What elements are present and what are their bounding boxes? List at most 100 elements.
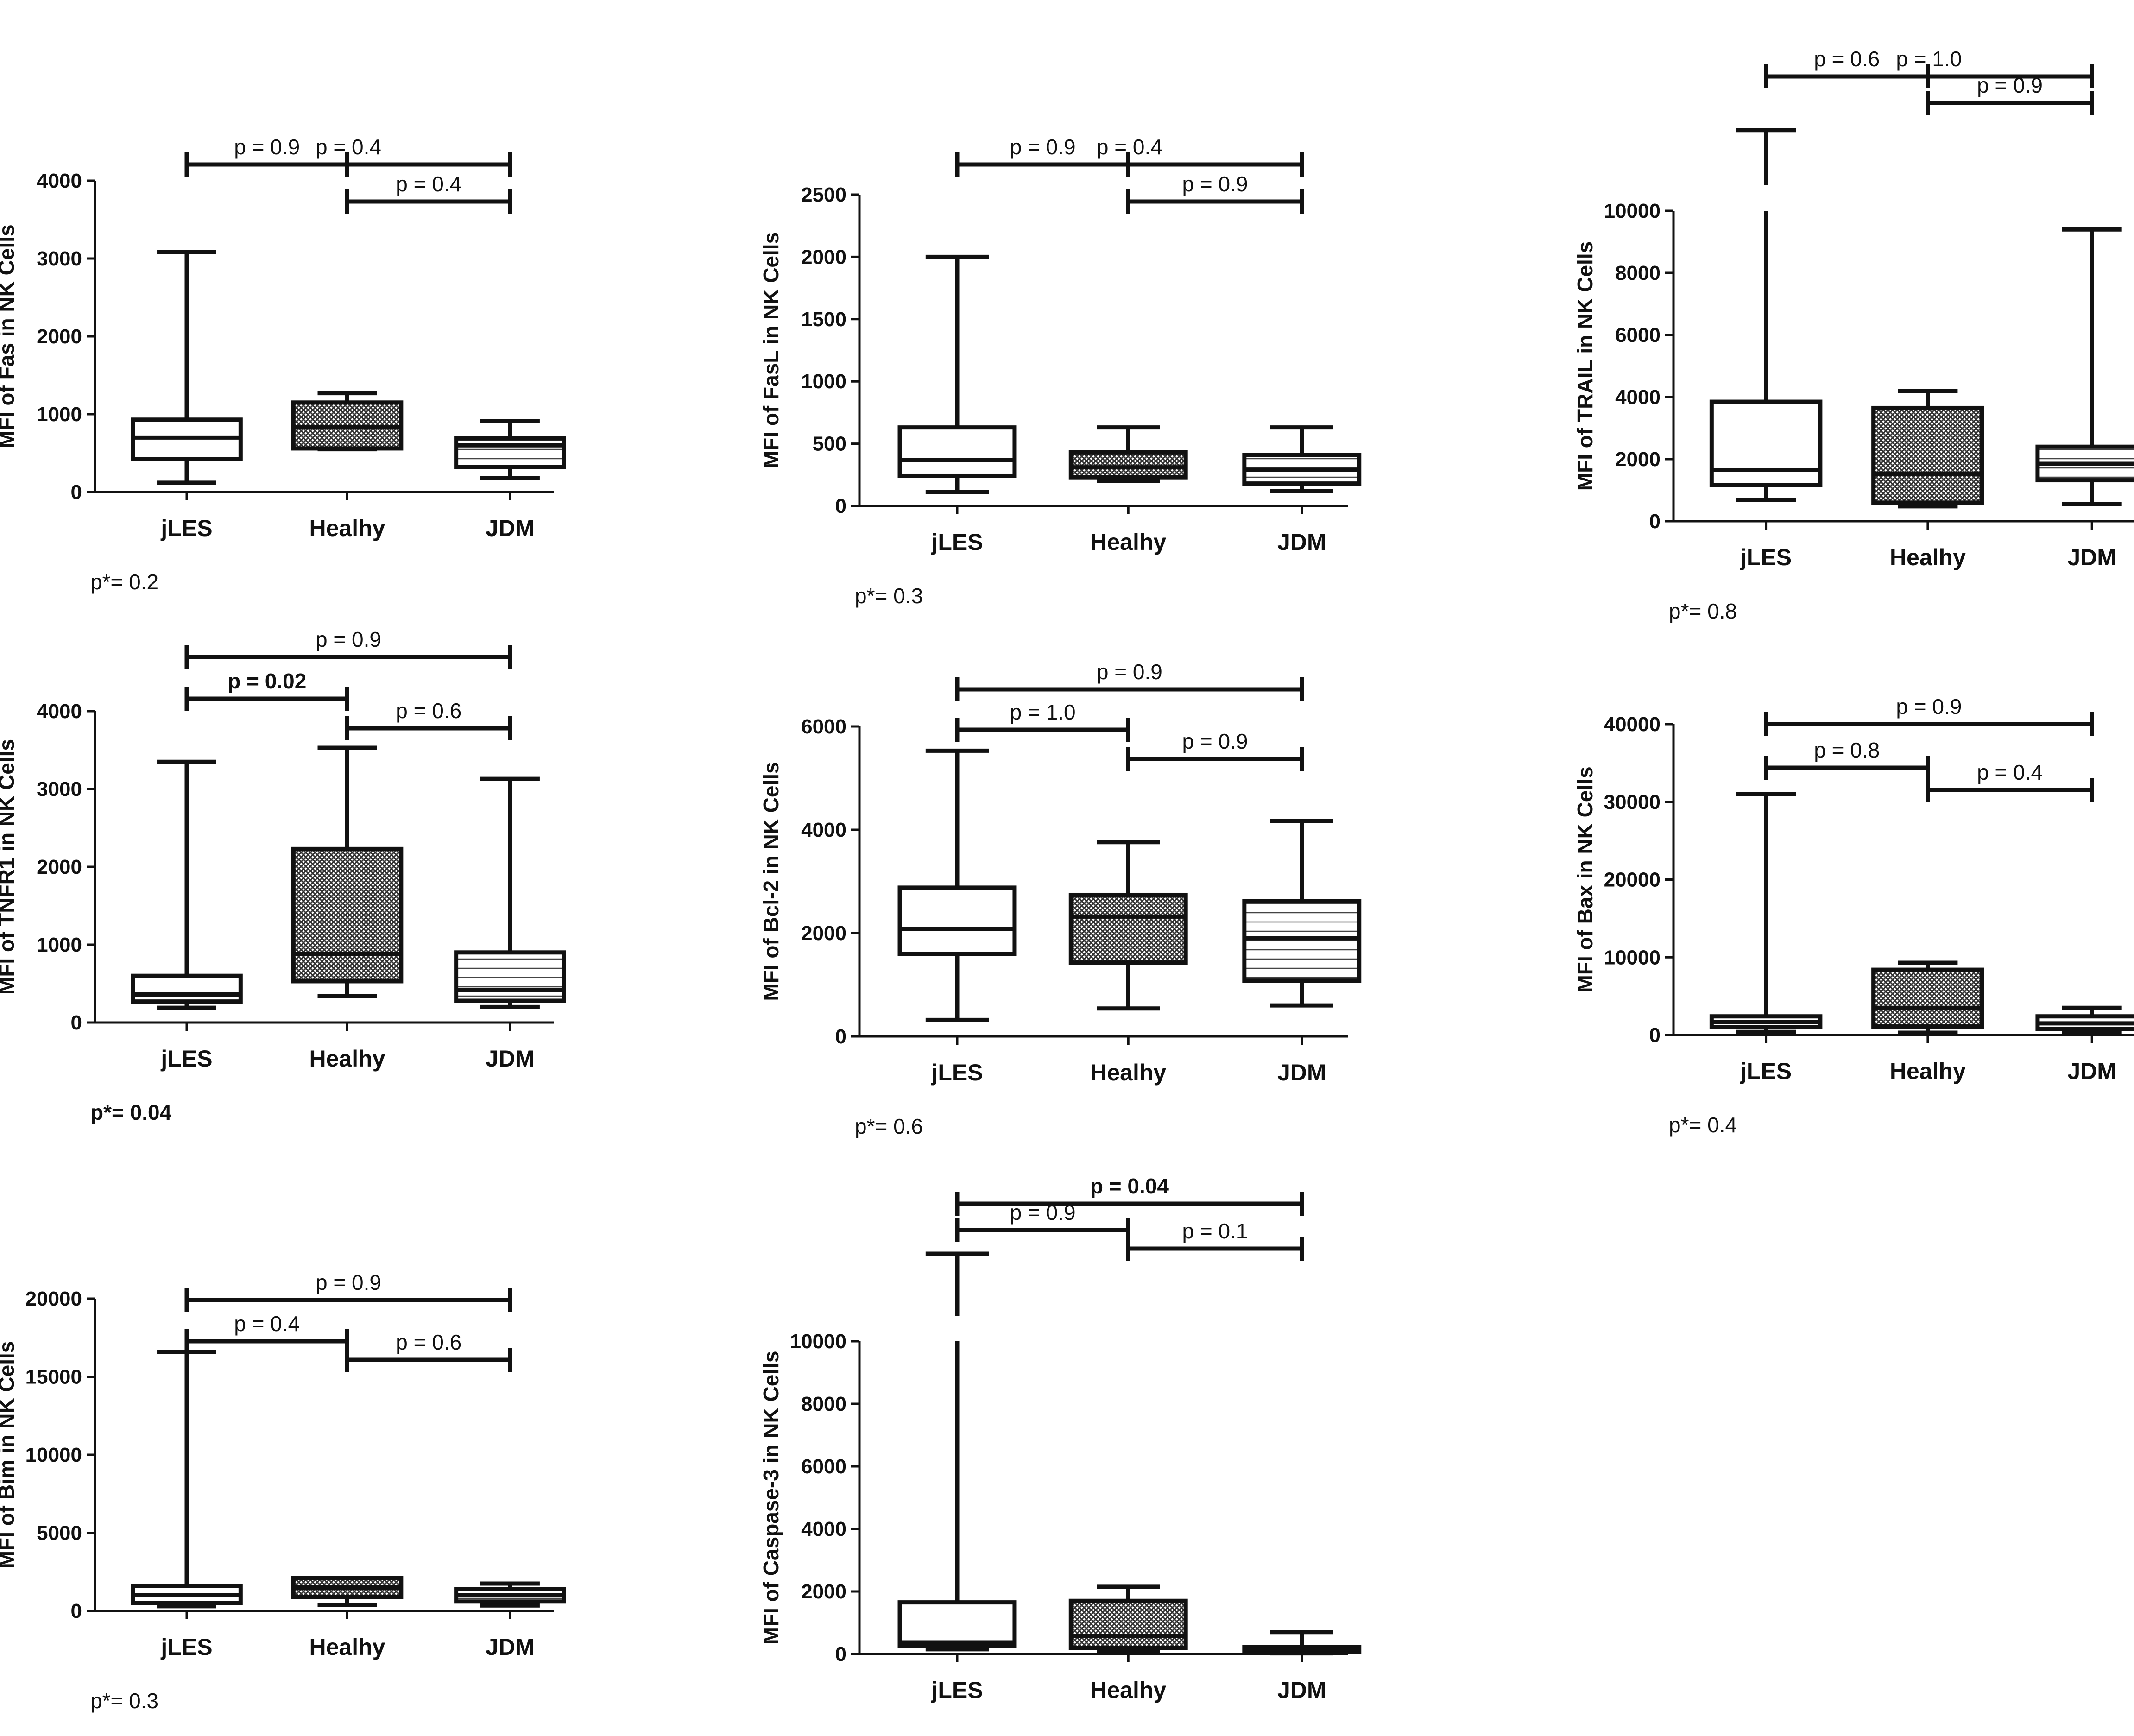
p-value-label: p = 0.9 [1182, 729, 1248, 753]
p-value-label: p = 0.6 [396, 1330, 461, 1354]
significance-bracket-Healhy-JDM: p = 0.1 [1126, 1219, 1304, 1261]
y-tick-label: 4000 [801, 1518, 846, 1540]
x-tick-label: jLES [160, 1046, 212, 1072]
y-tick-label: 4000 [37, 170, 82, 192]
x-tick-label: jLES [160, 515, 212, 541]
significance-bracket-jLES-Healhy: p = 1.0 [955, 700, 1130, 742]
box-JDM [1242, 819, 1362, 1008]
significance-bracket-jLES-JDM: p = 1.0 [1764, 47, 2094, 88]
p-value-label: p = 0.4 [316, 135, 381, 159]
p-value-label: p = 0.6 [1814, 47, 1880, 71]
y-tick-label: 3000 [37, 778, 82, 801]
significance-bracket-Healhy-JDM: p = 0.9 [1126, 729, 1304, 771]
box-Healhy [291, 745, 404, 998]
box-Healhy [1068, 840, 1188, 1011]
box-Healhy [1871, 389, 1984, 509]
y-tick-label: 10000 [790, 1330, 846, 1353]
y-tick-label: 2000 [1615, 448, 1660, 471]
y-tick-label: 3000 [37, 247, 82, 270]
significance-bracket-jLES-JDM: p = 0.9 [184, 1270, 512, 1312]
y-axis-label: MFI of Bcl-2 in NK Cells [759, 762, 783, 1001]
significance-bracket-jLES-JDM: p = 0.9 [955, 660, 1304, 701]
significance-bracket-jLES-Healhy: p = 0.02 [184, 669, 349, 711]
y-tick-label: 5000 [37, 1522, 82, 1545]
significance-bracket-jLES-Healhy: p = 0.8 [1764, 738, 1930, 780]
y-tick-label: 2000 [37, 325, 82, 348]
box-iqr [897, 425, 1017, 478]
box-jLES [897, 1251, 1017, 1652]
y-tick-label: 1000 [801, 370, 846, 393]
y-tick-label: 2000 [801, 1580, 846, 1603]
x-tick-label: jLES [1740, 544, 1792, 570]
y-tick-label: 10000 [1604, 200, 1660, 222]
p-value-label: p = 1.0 [1010, 700, 1076, 724]
y-tick-label: 20000 [25, 1288, 82, 1310]
x-tick-label: jLES [160, 1634, 212, 1660]
p-value-label: p = 0.9 [1010, 135, 1076, 159]
y-tick-label: 1500 [801, 308, 846, 331]
x-tick-label: JDM [2067, 544, 2116, 570]
x-tick-label: Healhy [1890, 1058, 1966, 1084]
p-value-label: p = 0.4 [1097, 135, 1162, 159]
p-value-label: p = 0.9 [1097, 660, 1162, 684]
box-Healhy [291, 1576, 404, 1607]
x-tick-label: Healhy [309, 1046, 385, 1072]
box-iqr [1242, 899, 1362, 983]
p-value-label: p = 0.4 [1977, 760, 2043, 784]
box-JDM [1242, 1630, 1362, 1656]
y-tick-label: 0 [835, 1025, 846, 1048]
y-tick-label: 2500 [801, 183, 846, 206]
y-tick-label: 4000 [1615, 386, 1660, 409]
significance-bracket-Healhy-JDM: p = 0.9 [1926, 73, 2094, 115]
y-tick-label: 40000 [1604, 713, 1660, 736]
y-tick-label: 8000 [1615, 262, 1660, 284]
y-tick-label: 6000 [801, 715, 846, 738]
x-tick-label: JDM [486, 1046, 535, 1072]
p-value-label: p = 0.9 [1896, 694, 1962, 719]
significance-bracket-jLES-JDM: p = 0.9 [184, 627, 512, 669]
x-tick-label: Healhy [309, 1634, 385, 1660]
y-tick-label: 15000 [25, 1366, 82, 1389]
p-value-label: p = 0.8 [1814, 738, 1880, 762]
x-tick-label: JDM [1277, 1677, 1326, 1703]
x-tick-label: jLES [1740, 1058, 1792, 1084]
overall-p-value: p*= 0.4 [1669, 1113, 1737, 1137]
x-tick-label: JDM [1277, 529, 1326, 555]
y-tick-label: 2000 [801, 246, 846, 268]
significance-bracket-Healhy-JDM: p = 0.6 [345, 699, 512, 740]
box-Healhy [1871, 960, 1984, 1035]
y-tick-label: 4000 [37, 700, 82, 723]
p-value-label: p = 0.1 [1182, 1219, 1248, 1243]
box-JDM [2035, 1005, 2134, 1035]
box-JDM [1242, 425, 1362, 493]
overall-p-value: p*= 0.2 [90, 570, 158, 594]
overall-p-value: p*= 0.8 [1669, 599, 1737, 623]
significance-bracket-jLES-JDM: p = 0.04 [955, 1174, 1304, 1216]
y-tick-label: 0 [71, 481, 82, 504]
significance-bracket-jLES-JDM: p = 0.4 [955, 135, 1304, 177]
box-jLES [131, 1350, 243, 1609]
y-axis-label: MFI of Fas in NK Cells [0, 224, 19, 448]
box-jLES [897, 748, 1017, 1022]
p-value-label: p = 1.0 [1896, 47, 1962, 71]
box-iqr [897, 1600, 1017, 1648]
y-tick-label: 10000 [1604, 946, 1660, 969]
box-iqr [454, 436, 566, 469]
box-iqr [291, 846, 404, 984]
x-tick-label: JDM [486, 515, 535, 541]
x-tick-label: JDM [2067, 1058, 2116, 1084]
x-tick-label: Healhy [1090, 529, 1166, 555]
box-jLES [897, 254, 1017, 494]
significance-bracket-jLES-JDM: p = 0.4 [184, 135, 512, 177]
p-value-label: p = 0.02 [227, 669, 306, 693]
box-iqr [897, 885, 1017, 956]
x-tick-label: JDM [486, 1634, 535, 1660]
y-tick-label: 2000 [37, 856, 82, 878]
box-iqr [131, 973, 243, 1004]
box-JDM [454, 776, 566, 1009]
significance-bracket-jLES-Healhy: p = 0.4 [184, 1312, 349, 1353]
